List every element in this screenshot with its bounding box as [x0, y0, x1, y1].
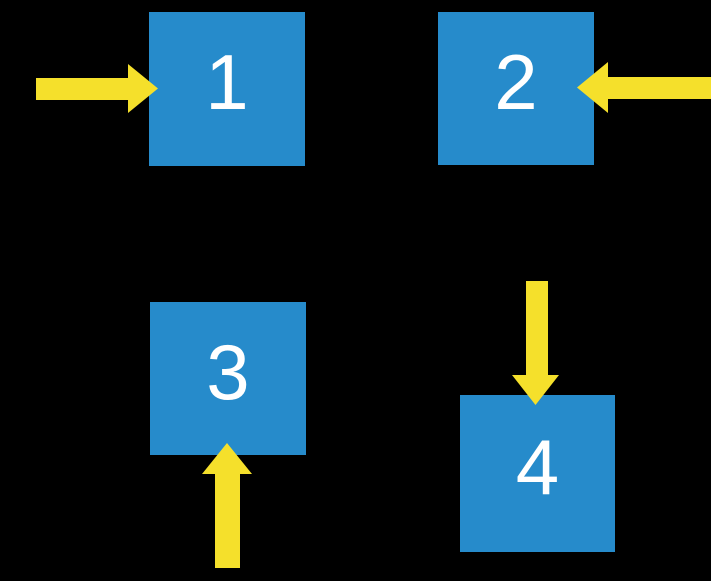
box-4-label: 4 — [515, 422, 560, 511]
box-3-label: 3 — [206, 327, 250, 416]
arrow-down-icon — [512, 281, 559, 405]
box-2-label: 2 — [494, 37, 538, 126]
box-3[interactable]: 3 — [150, 302, 306, 455]
arrow-right-icon — [36, 64, 158, 113]
box-4[interactable]: 4 — [460, 395, 615, 552]
arrow-left-icon — [577, 62, 711, 113]
arrow-up-icon — [202, 443, 252, 568]
box-2[interactable]: 2 — [438, 12, 594, 165]
box-1[interactable]: 1 — [149, 12, 305, 166]
box-1-label: 1 — [205, 38, 249, 126]
